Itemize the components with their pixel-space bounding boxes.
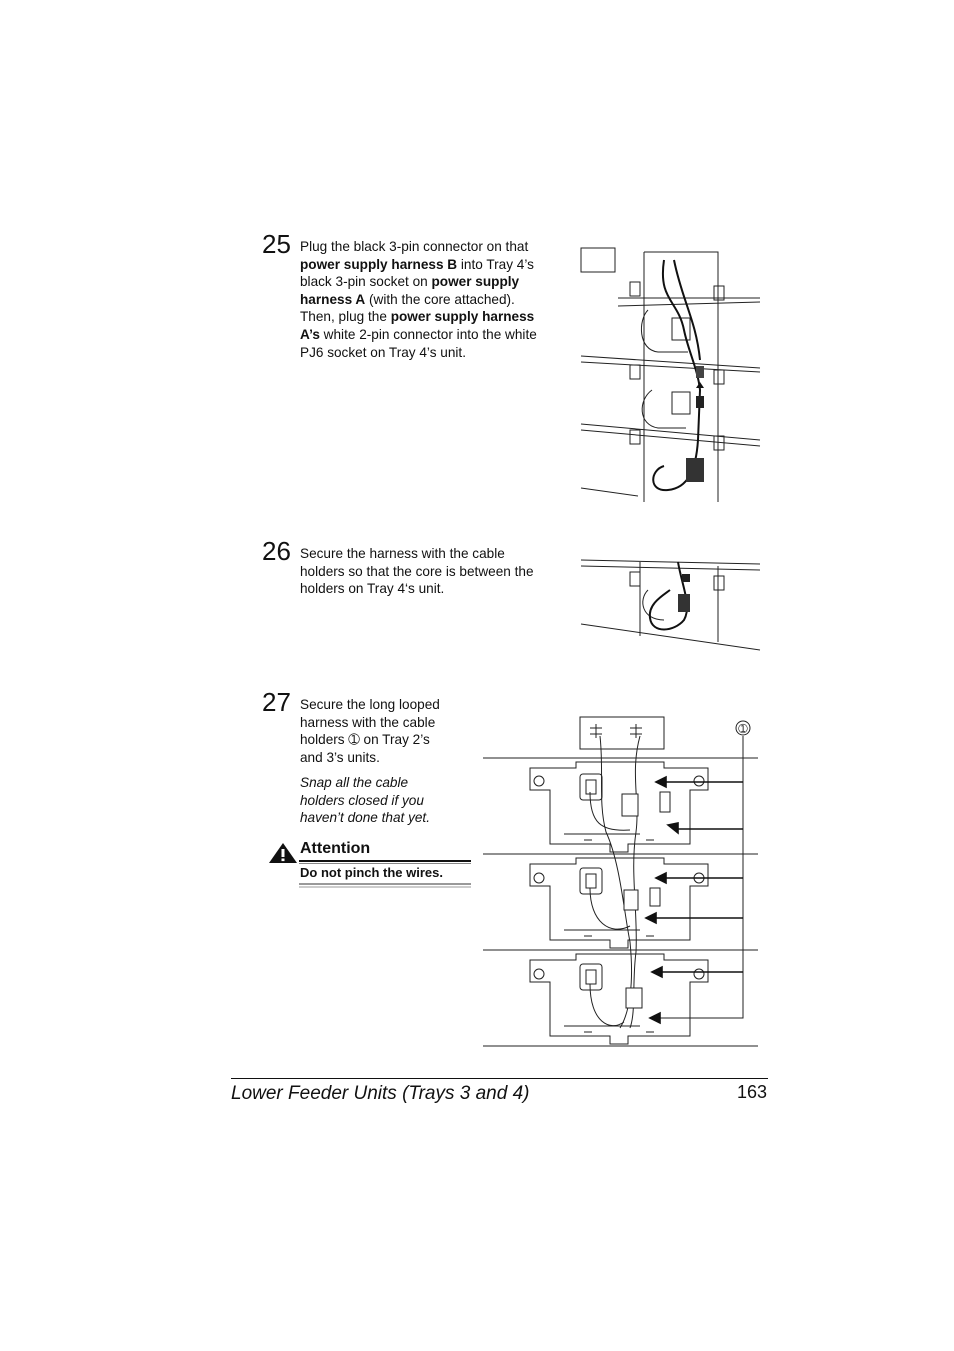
cable-holders-diagram: ➀ [483,716,758,1047]
tray4-core-holders-illustration [580,559,761,651]
step-line: holders ➀ on Tray 2’s [300,732,430,748]
step-number-27: 27 [262,687,291,717]
step-line: Then, plug the power supply harness [300,309,535,325]
warning-icon [269,843,297,863]
step-line: and 3’s units. [300,749,380,765]
step-26-text: Secure the harness with the cable holders… [300,545,534,598]
note-line: holders closed if you [300,792,424,808]
note-line: Snap all the cable [300,775,409,790]
step-line: Plug the black 3-pin connector on that [300,239,529,254]
step-line: A’s white 2-pin connector into the white [300,326,537,342]
step-27-text: Secure the long looped harness with the c… [300,696,440,766]
step-line: PJ6 socket on Tray 4’s unit. [300,344,466,360]
footer-rule [231,1078,768,1079]
callout-number: ➀ [738,724,748,736]
note-text: Snap all the cable holders closed if you h… [300,774,470,827]
step-line: power supply harness B into Tray 4’s [300,256,534,272]
step-line: holders on Tray 4‘s unit. [300,581,445,597]
step-line: harness A (with the core attached). [300,291,515,307]
step-number-26: 26 [262,536,291,566]
step-25-text: Plug the black 3-pin connector on that po… [300,238,537,361]
page-number: 163 [737,1082,768,1102]
step-line: holders so that the core is between the [300,563,534,579]
step-line: Secure the long looped [300,697,440,712]
attention-title: Attention [300,840,371,857]
step-line: Secure the harness with the cable [300,546,505,561]
step-line: harness with the cable [300,714,436,730]
attention-message: Do not pinch the wires. [300,865,444,880]
footer-section-title: Lower Feeder Units (Trays 3 and 4) [231,1083,530,1104]
note-line: haven’t done that yet. [300,810,430,826]
step-line: black 3-pin socket on power supply [300,274,520,290]
step-number-25: 25 [262,229,291,259]
tray4-harness-illustration [580,247,761,502]
